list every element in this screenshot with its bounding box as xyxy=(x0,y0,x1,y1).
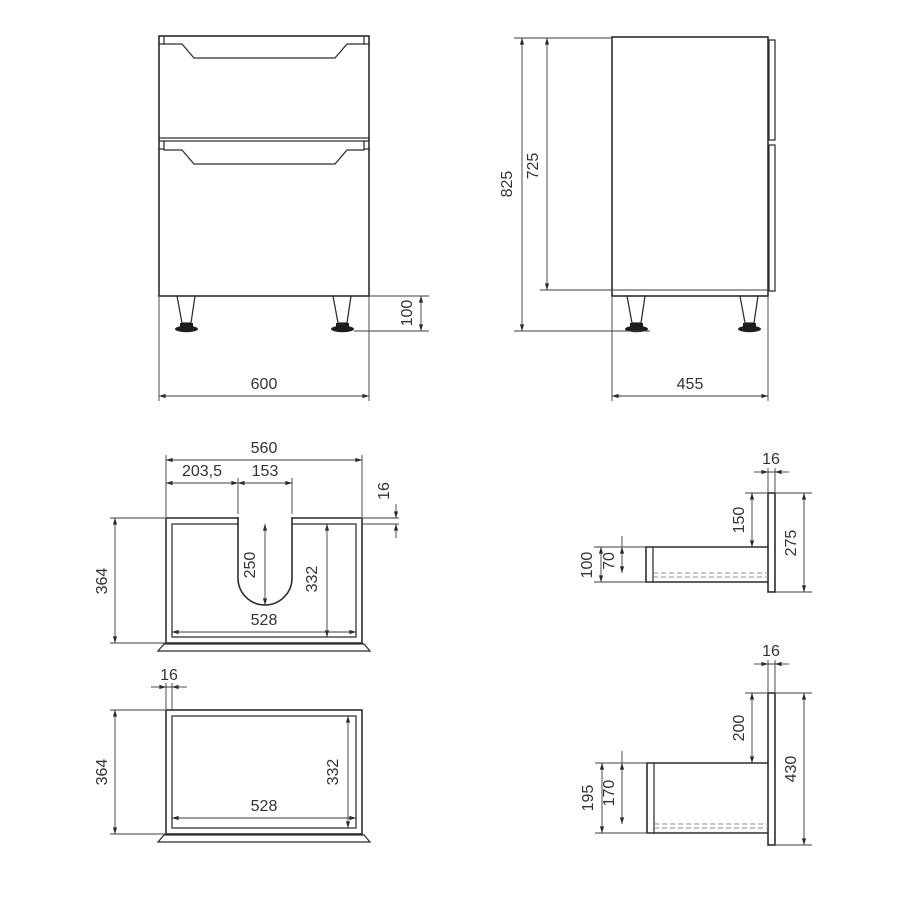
lower-profile-outline xyxy=(646,692,776,846)
dim-upper-front-thickness: 16 xyxy=(762,451,780,468)
dim-lower-front-top-offset: 200 xyxy=(731,715,748,742)
dim-upper-box-inner-height: 70 xyxy=(601,552,618,570)
lower-front-panel xyxy=(767,692,776,846)
front-panel-lip xyxy=(156,834,372,843)
dim-lower-box-height: 195 xyxy=(580,785,597,812)
lower-drawer-front-edge xyxy=(768,144,776,292)
dim-front-leg-height: 100 xyxy=(399,300,416,327)
upper-front-panel xyxy=(767,492,776,593)
front-legs xyxy=(176,295,352,324)
profile-upper-drawer: 16 150 275 100 70 xyxy=(579,451,812,593)
left-foot xyxy=(180,323,193,328)
dim-front-width: 600 xyxy=(251,376,278,393)
front-dimensions: 600 100 xyxy=(158,295,429,401)
dim-back-wall-thickness: 16 xyxy=(376,482,393,500)
side-dimensions: 825 725 455 xyxy=(499,37,769,401)
side-legs xyxy=(626,295,759,324)
dim-cutout-depth: 250 xyxy=(242,552,259,579)
dim-lower-depth: 364 xyxy=(94,759,111,786)
upper-profile-outline xyxy=(645,492,776,593)
upper-drawer-outline xyxy=(156,517,372,652)
cabinet-side-outline xyxy=(611,36,776,333)
dim-lower-front-height: 430 xyxy=(783,756,800,783)
dim-side-depth: 455 xyxy=(677,376,704,393)
dim-side-wall-thickness: 16 xyxy=(160,667,178,684)
dim-upper-front-top-offset: 150 xyxy=(731,507,748,534)
lower-drawer-dimensions: 16 364 332 528 xyxy=(94,667,357,835)
dim-lower-front-thickness: 16 xyxy=(762,643,780,660)
lower-drawer-outline xyxy=(156,709,372,843)
front-view: 600 100 xyxy=(158,35,429,401)
dim-upper-depth: 364 xyxy=(94,568,111,595)
profile-lower-drawer: 16 200 430 195 170 xyxy=(580,643,812,846)
dim-upper-inner-width: 528 xyxy=(251,612,278,629)
dim-cutout-width: 153 xyxy=(252,463,279,480)
dim-upper-width: 560 xyxy=(251,440,278,457)
cabinet-front-outline xyxy=(158,35,370,333)
dim-upper-inner-depth: 332 xyxy=(304,566,321,593)
upper-profile-dimensions: 16 150 275 100 70 xyxy=(579,451,812,593)
dim-lower-inner-width: 528 xyxy=(251,798,278,815)
dim-upper-front-height: 275 xyxy=(783,530,800,557)
upper-drawer-dimensions: 560 203,5 153 16 364 250 332 528 xyxy=(94,440,399,644)
dim-side-carcass-height: 725 xyxy=(525,153,542,180)
right-foot xyxy=(336,323,349,328)
front-panel-lip xyxy=(156,643,372,652)
upper-drawer-front-edge xyxy=(768,39,776,141)
dim-lower-inner-depth: 332 xyxy=(325,759,342,786)
dim-upper-box-height: 100 xyxy=(579,552,596,579)
top-view-upper-drawer: 560 203,5 153 16 364 250 332 528 xyxy=(94,440,399,652)
dim-cutout-offset: 203,5 xyxy=(182,463,222,480)
dim-side-total-height: 825 xyxy=(499,171,516,198)
side-view: 825 725 455 xyxy=(499,36,776,401)
top-view-lower-drawer: 16 364 332 528 xyxy=(94,667,372,843)
lower-profile-dimensions: 16 200 430 195 170 xyxy=(580,643,812,846)
dim-lower-box-inner-height: 170 xyxy=(601,780,618,807)
